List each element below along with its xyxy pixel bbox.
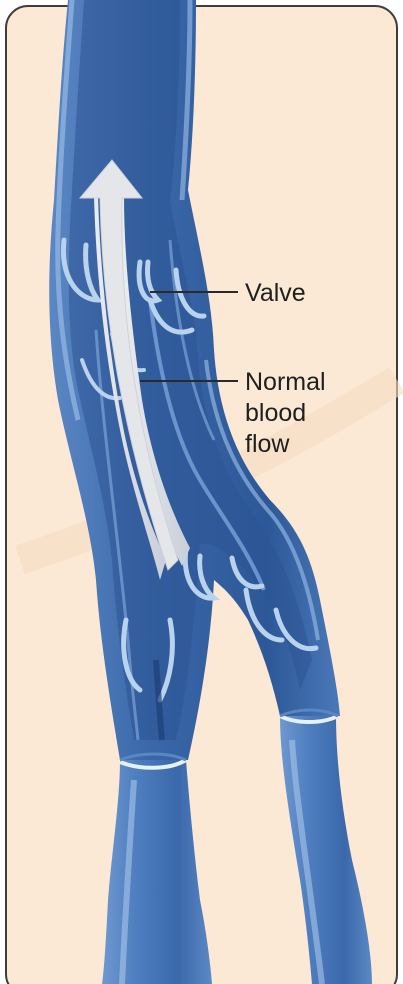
valve-label: Valve [245,279,306,307]
normal-blood-flow-label-line1: Normal [245,368,326,396]
normal-blood-flow-label-line3: flow [245,430,290,458]
normal-blood-flow-label-line2: blood [245,399,306,427]
